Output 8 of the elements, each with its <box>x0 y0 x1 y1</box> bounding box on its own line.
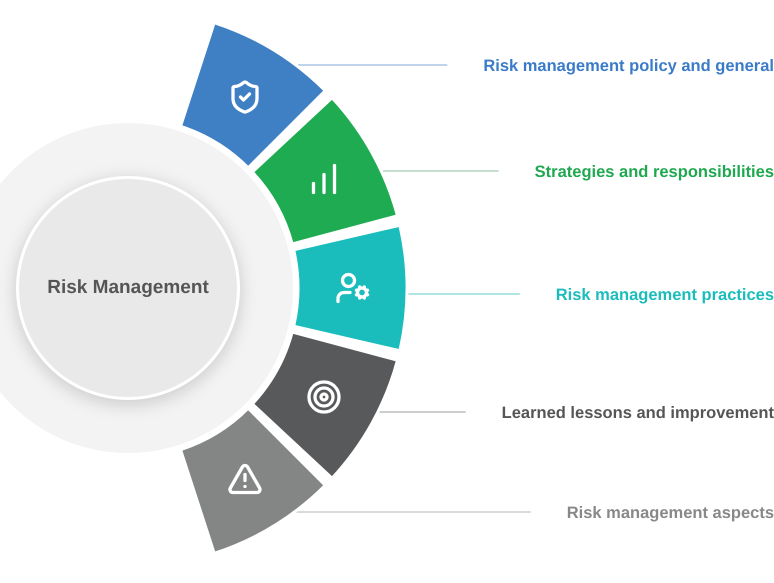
section-label: Strategies and responsibilities <box>534 160 774 185</box>
section-label: Risk management aspects <box>566 501 774 526</box>
section-label: Risk management practices <box>556 283 774 308</box>
leader-line <box>295 64 448 66</box>
center-title: Risk Management <box>47 276 209 300</box>
section-label: Risk management policy and general <box>483 54 774 79</box>
leader-line <box>380 170 500 172</box>
section-label: Learned lessons and improvement <box>502 401 774 426</box>
